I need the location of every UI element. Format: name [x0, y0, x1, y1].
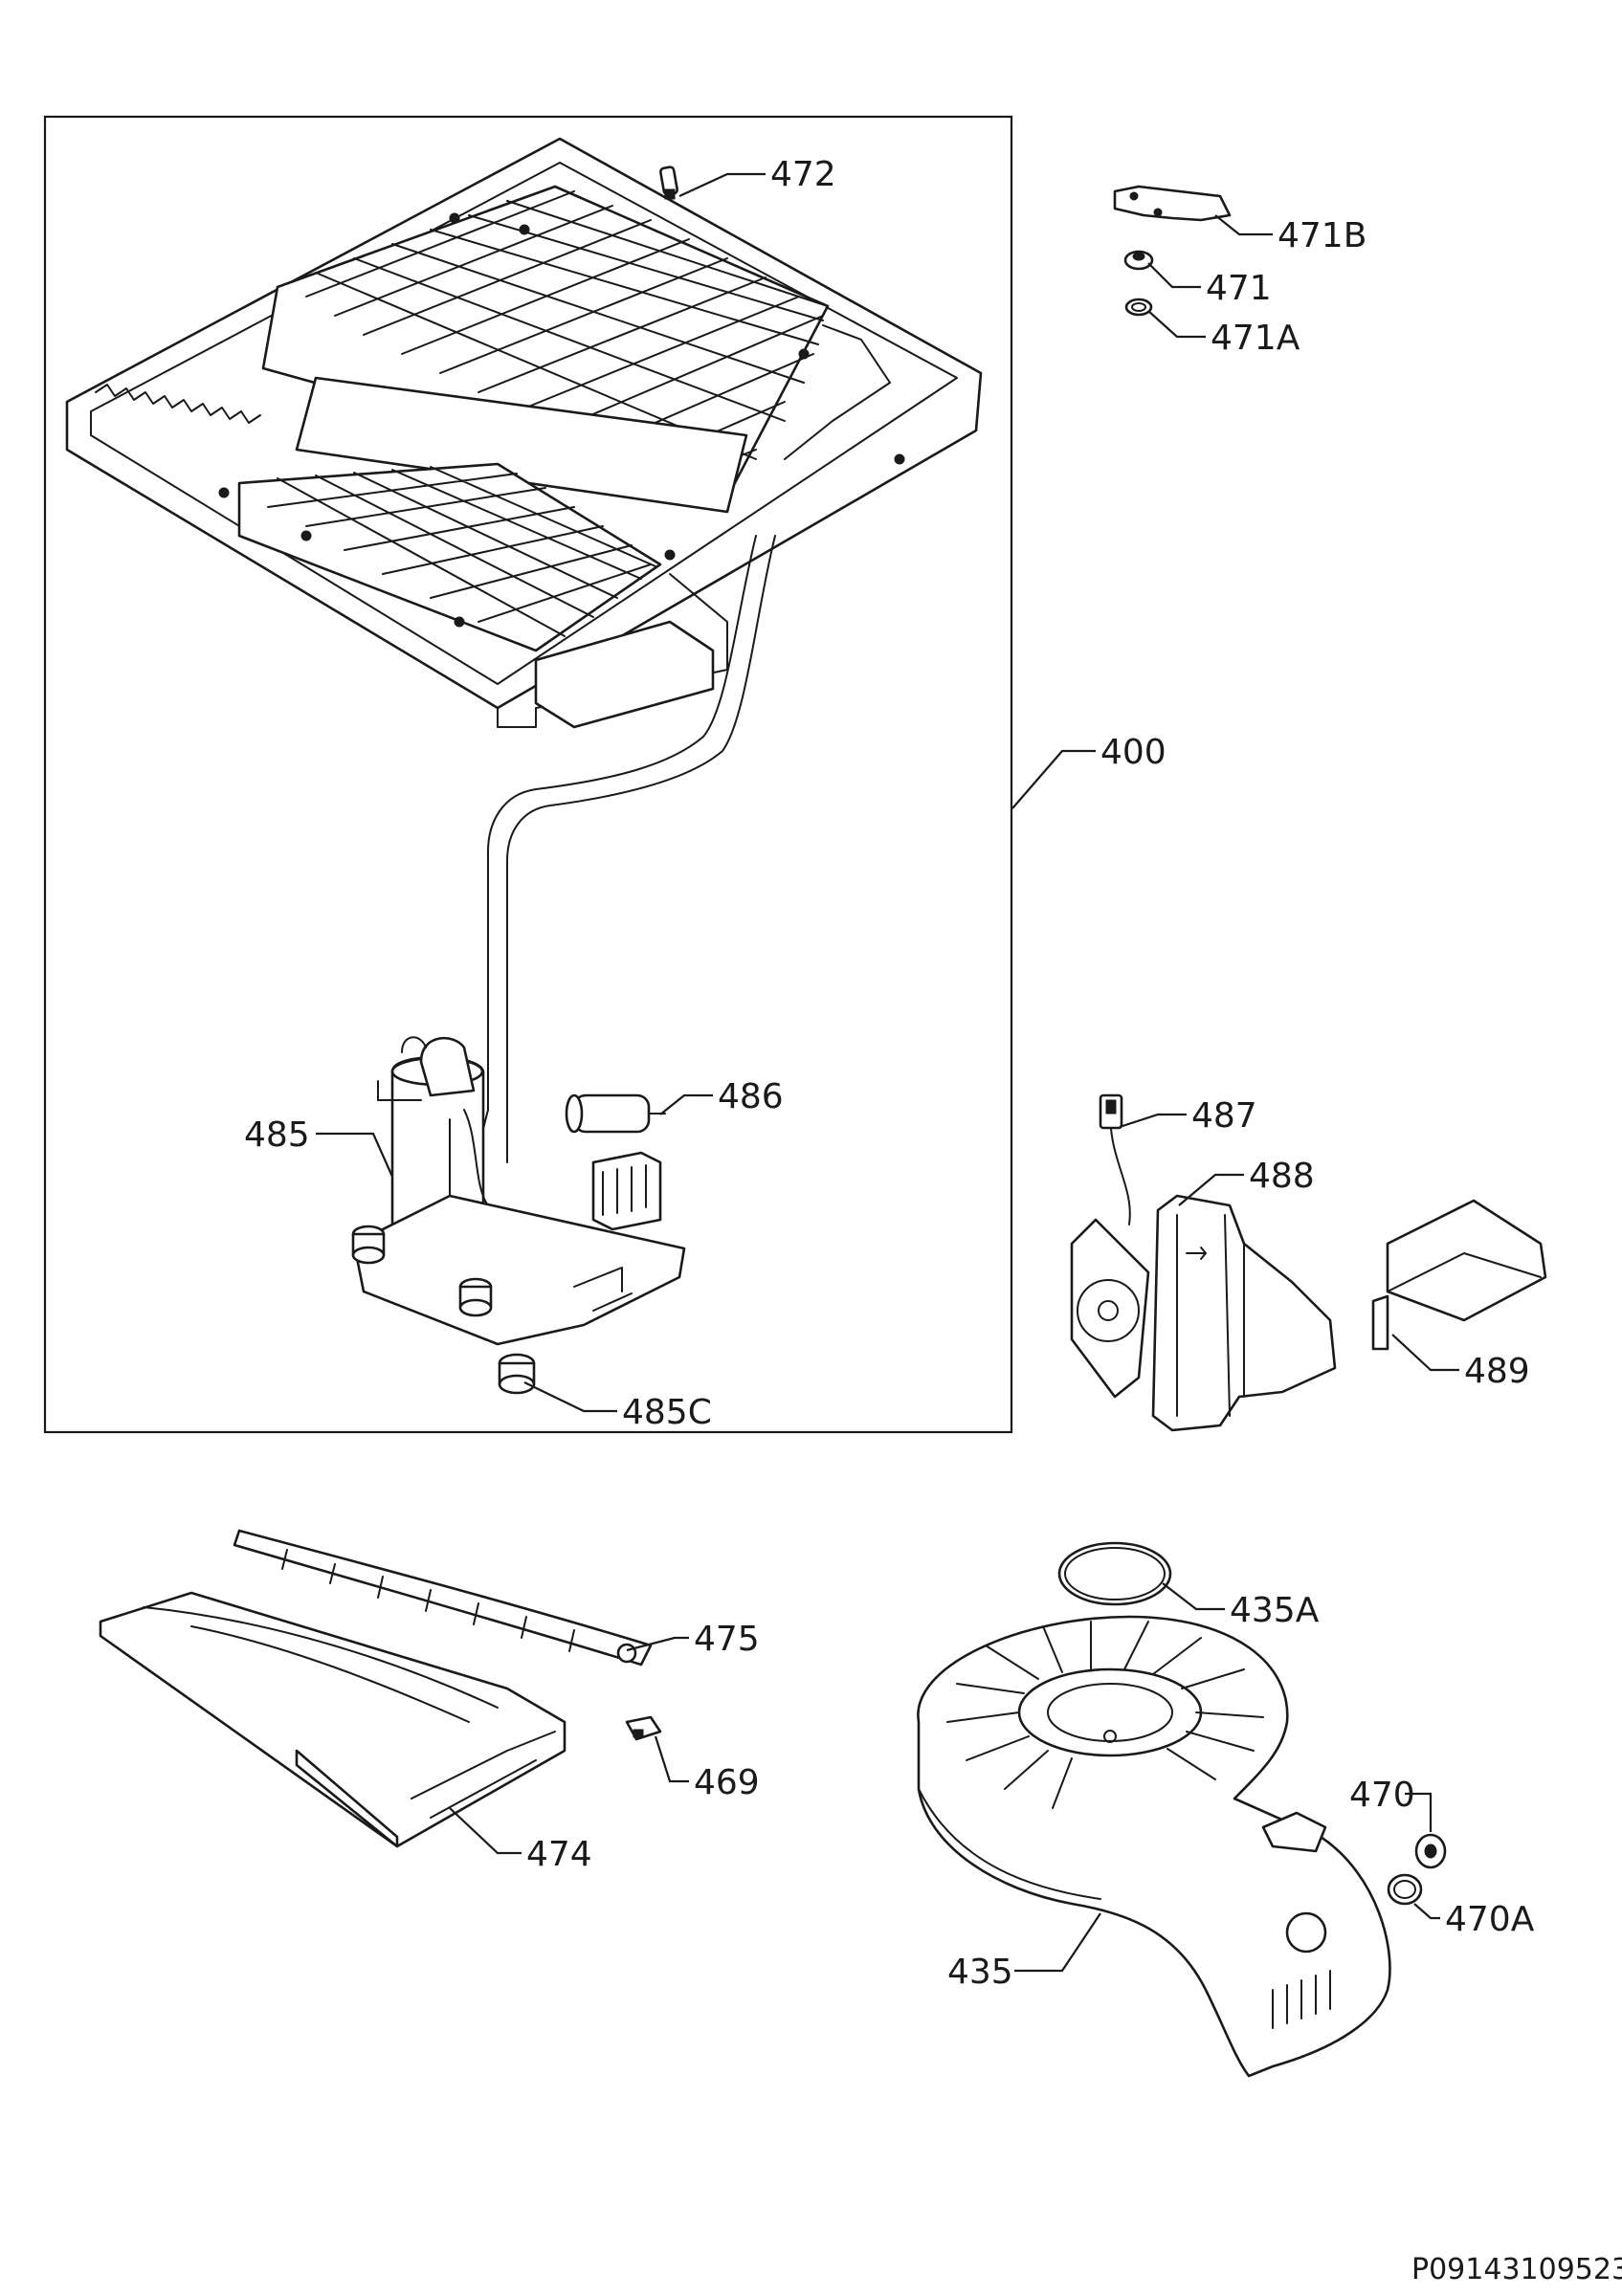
callout-471: 471 — [1206, 269, 1272, 308]
capacitor-486 — [565, 1093, 666, 1134]
callout-469: 469 — [694, 1763, 760, 1802]
document-code: P09143109523 — [1411, 2253, 1622, 2286]
switch-469 — [625, 1715, 662, 1741]
grommet-485C — [498, 1353, 536, 1395]
callout-435: 435 — [947, 1953, 1013, 1992]
assembly-400-frame — [43, 115, 1013, 1434]
callout-485: 485 — [244, 1115, 310, 1155]
ring-435A — [1057, 1541, 1172, 1606]
heat-exchanger-tray — [65, 137, 983, 729]
callout-475: 475 — [694, 1620, 760, 1659]
thermostat-471 — [1123, 250, 1154, 271]
callout-470A: 470A — [1445, 1900, 1535, 1939]
callout-472: 472 — [770, 155, 836, 194]
callout-470: 470 — [1349, 1776, 1415, 1815]
evaporator-grid — [237, 185, 830, 652]
callout-488: 488 — [1249, 1157, 1315, 1196]
ring-471A — [1124, 298, 1153, 317]
sensor-470 — [1414, 1833, 1447, 1869]
callout-489: 489 — [1464, 1352, 1530, 1391]
callout-486: 486 — [718, 1077, 784, 1116]
callout-471A: 471A — [1211, 319, 1300, 358]
air-duct-488 — [1151, 1194, 1337, 1432]
callout-400: 400 — [1100, 733, 1167, 772]
callout-471B: 471B — [1278, 216, 1366, 255]
seal-470A — [1387, 1873, 1423, 1906]
callout-474: 474 — [526, 1835, 592, 1874]
sensor-472 — [659, 166, 678, 200]
cover-489 — [1371, 1199, 1547, 1351]
blower-housing-435 — [917, 1615, 1391, 2078]
callout-leaders — [316, 172, 1459, 1973]
callout-485C: 485C — [622, 1393, 712, 1432]
compressor-foot — [351, 1225, 493, 1317]
callout-435A: 435A — [1230, 1591, 1320, 1630]
compressor-485 — [351, 1036, 686, 1346]
drawer-474 — [99, 1591, 567, 1848]
bracket-471B — [1113, 185, 1232, 222]
fan-487 — [1070, 1093, 1150, 1399]
callout-487: 487 — [1191, 1096, 1257, 1136]
